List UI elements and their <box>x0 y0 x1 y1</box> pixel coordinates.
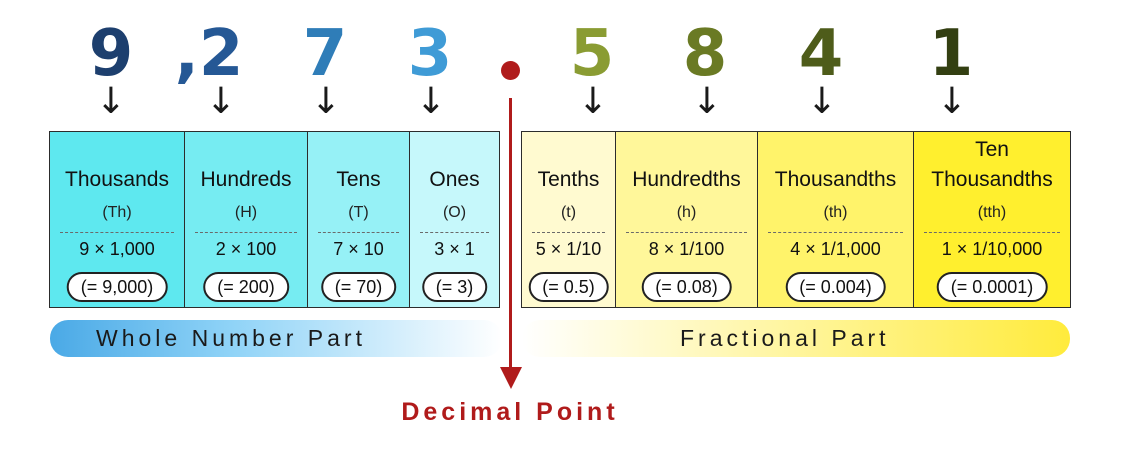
place-expression: 1 × 1/10,000 <box>941 239 1043 259</box>
place-expression: 3 × 1 <box>434 239 475 259</box>
digit-ten-thousandths: 1 <box>928 17 974 91</box>
place-abbreviation: (t) <box>560 204 577 221</box>
place-expression: 2 × 100 <box>215 239 277 259</box>
decimal-point-dot <box>501 61 520 80</box>
place-name: Thousands <box>65 168 169 191</box>
down-arrow-icon: ↓ <box>205 81 237 122</box>
place-cell-hundredths: Hundredths (h) 8 × 1/100 (= 0.08) <box>616 131 758 308</box>
down-arrow-icon: ↓ <box>415 81 447 122</box>
down-arrow-icon: ↓ <box>310 81 342 122</box>
decimal-point-pointer-line <box>509 98 512 370</box>
place-abbreviation: (H) <box>234 204 258 221</box>
down-arrow-icon: ↓ <box>691 81 723 122</box>
place-name-line-1: Ten <box>975 138 1009 161</box>
place-cell-tenths: Tenths (t) 5 × 1/10 (= 0.5) <box>521 131 616 308</box>
place-result-pill: (= 0.004) <box>785 272 886 302</box>
place-expression: 7 × 10 <box>333 239 384 259</box>
dashed-divider <box>626 232 747 233</box>
place-name: Hundredths <box>632 168 741 191</box>
digit-hundredths: 8 <box>682 17 728 91</box>
place-cell-ten-thousandths: Ten Thousandths (tth) 1 × 1/10,000 (= 0.… <box>914 131 1071 308</box>
whole-number-part-bar: Whole Number Part <box>50 320 502 357</box>
place-name-line-2: Thousandths <box>931 168 1053 191</box>
place-result-pill: (= 3) <box>421 272 488 302</box>
dashed-divider <box>60 232 174 233</box>
place-cell-ones: Ones (O) 3 × 1 (= 3) <box>410 131 500 308</box>
place-result-pill: (= 9,000) <box>66 272 168 302</box>
place-result-pill: (= 0.5) <box>528 272 609 302</box>
place-cell-thousandths: Thousandths (th) 4 × 1/1,000 (= 0.004) <box>758 131 914 308</box>
fractional-part-label: Fractional Part <box>680 325 890 351</box>
digit-thousands: 9 <box>88 17 134 91</box>
down-arrow-icon: ↓ <box>936 81 968 122</box>
place-expression: 9 × 1,000 <box>79 239 155 259</box>
place-name: Tens <box>336 168 381 191</box>
place-cell-thousands: Thousands (Th) 9 × 1,000 (= 9,000) <box>49 131 185 308</box>
place-abbreviation: (O) <box>442 204 467 221</box>
dashed-divider <box>195 232 297 233</box>
place-name: Thousandths <box>774 168 897 191</box>
fractional-part-bar: Fractional Part <box>522 320 1070 357</box>
place-result-pill: (= 0.08) <box>641 272 732 302</box>
place-name: Hundreds <box>200 168 292 191</box>
decimal-point-arrowhead-icon <box>500 367 522 389</box>
place-expression: 4 × 1/1,000 <box>790 239 881 259</box>
place-result-pill: (= 200) <box>203 272 289 302</box>
place-cell-hundreds: Hundreds (H) 2 × 100 (= 200) <box>185 131 308 308</box>
digit-thousandths: 4 <box>798 17 844 91</box>
dashed-divider <box>768 232 903 233</box>
down-arrow-icon: ↓ <box>95 81 127 122</box>
dashed-divider <box>924 232 1060 233</box>
place-expression: 8 × 1/100 <box>648 239 725 259</box>
place-abbreviation: (T) <box>348 204 369 221</box>
place-name: Ones <box>429 168 480 191</box>
place-result-pill: (= 0.0001) <box>936 272 1048 302</box>
place-expression: 5 × 1/10 <box>535 239 602 259</box>
dashed-divider <box>532 232 605 233</box>
down-arrow-icon: ↓ <box>577 81 609 122</box>
place-name: Tenths <box>537 168 600 191</box>
down-arrow-icon: ↓ <box>806 81 838 122</box>
digit-ones: 3 <box>407 17 453 91</box>
whole-number-part-label: Whole Number Part <box>96 325 366 351</box>
place-cell-tens: Tens (T) 7 × 10 (= 70) <box>308 131 410 308</box>
decimal-point-label: Decimal Point <box>401 398 619 426</box>
place-result-pill: (= 70) <box>320 272 397 302</box>
place-abbreviation: (h) <box>676 204 697 221</box>
digit-tens: 7 <box>302 17 348 91</box>
place-name: Ten Thousandths <box>914 138 1070 192</box>
place-abbreviation: (th) <box>823 204 848 221</box>
place-abbreviation: (tth) <box>977 204 1007 221</box>
digit-hundreds: ,2 <box>174 17 244 91</box>
dashed-divider <box>420 232 489 233</box>
dashed-divider <box>318 232 399 233</box>
place-abbreviation: (Th) <box>102 204 132 221</box>
digit-tenths: 5 <box>569 17 615 91</box>
